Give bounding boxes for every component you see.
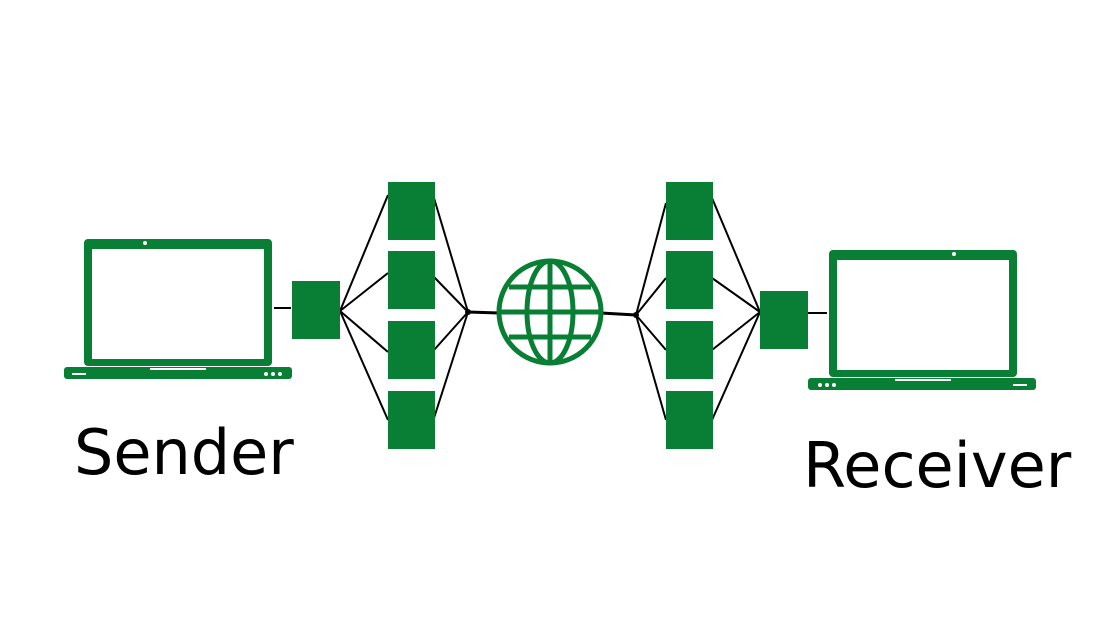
sender-fanout-lines — [339, 194, 389, 421]
right-node-4 — [666, 391, 713, 449]
left-node-1 — [388, 182, 435, 240]
right-fanout-lines — [635, 202, 667, 421]
sender-router-node — [292, 281, 340, 339]
connection-lines — [274, 194, 827, 421]
left-hub-node — [465, 309, 471, 315]
sender-laptop-icon — [64, 239, 292, 379]
right-node-2 — [666, 251, 713, 309]
globe-icon — [496, 258, 604, 366]
sender-label: Sender — [74, 416, 294, 489]
left-node-2 — [388, 251, 435, 309]
left-node-4 — [388, 391, 435, 449]
left-node-3 — [388, 321, 435, 379]
right-node-1 — [666, 182, 713, 240]
right-node-column — [666, 182, 713, 449]
receiver-label: Receiver — [803, 429, 1072, 502]
right-node-3 — [666, 321, 713, 379]
receiver-router-node — [760, 291, 808, 349]
right-backbone-link — [600, 311, 637, 317]
receiver-fanin-lines — [711, 197, 761, 421]
right-hub-node — [633, 312, 639, 318]
left-node-column — [388, 182, 435, 449]
receiver-laptop-icon — [808, 250, 1036, 390]
left-fanin-lines — [433, 197, 469, 419]
left-backbone-link — [467, 310, 500, 315]
